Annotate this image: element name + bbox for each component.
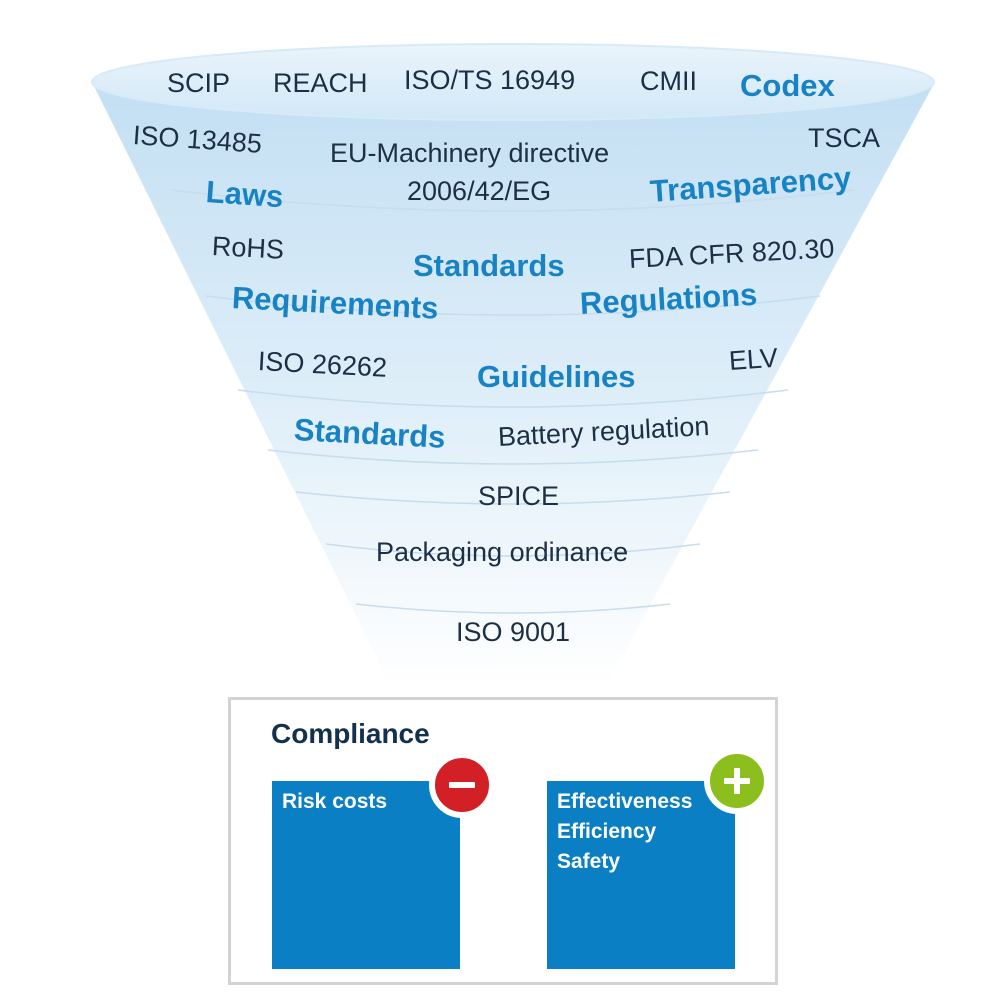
term-rohs: RoHS <box>211 231 285 265</box>
compliance-title: Compliance <box>271 718 430 749</box>
term-eu-machinery-directive: EU-Machinery directive <box>330 138 610 168</box>
benefit-panel-line: Effectiveness <box>557 790 693 813</box>
compliance-box: Compliance Risk costs Effectiveness Effi… <box>228 697 778 985</box>
funnel-ring <box>237 389 789 408</box>
term-packaging-ordinance: Packaging ordinance <box>376 537 629 567</box>
term-tsca: TSCA <box>808 123 881 153</box>
funnel-rim <box>91 43 935 121</box>
plus-icon <box>704 748 770 814</box>
term-standards-upper: Standards <box>413 248 565 283</box>
funnel-ring <box>355 603 671 614</box>
term-codex: Codex <box>740 68 835 103</box>
funnel-ring <box>325 543 701 557</box>
term-cmii: CMII <box>640 66 697 96</box>
risk-panel-text: Risk costs <box>282 787 387 817</box>
minus-icon <box>429 752 495 818</box>
benefit-panel-text: Effectiveness Efficiency Safety <box>557 787 692 877</box>
term-reach: REACH <box>273 68 368 98</box>
risk-panel: Risk costs <box>272 781 460 969</box>
term-iso-9001: ISO 9001 <box>456 617 571 647</box>
term-guidelines: Guidelines <box>477 359 636 394</box>
funnel-ring <box>267 449 759 465</box>
risk-panel-line: Risk costs <box>282 790 388 813</box>
term-elv: ELV <box>727 342 779 376</box>
benefit-panel: Effectiveness Efficiency Safety <box>547 781 735 969</box>
funnel-ring <box>295 491 731 505</box>
term-iso-26262: ISO 26262 <box>257 346 388 383</box>
term-standards-lower: Standards <box>293 412 447 455</box>
funnel-body <box>92 82 935 688</box>
term-scip: SCIP <box>167 68 231 98</box>
benefit-panel-line: Safety <box>557 850 621 873</box>
funnel-ring <box>171 189 855 212</box>
funnel-ring-lines <box>171 189 855 614</box>
term-iso-ts-16949: ISO/TS 16949 <box>404 65 576 95</box>
benefit-panel-line: Efficiency <box>557 820 657 843</box>
term-laws: Laws <box>204 174 285 215</box>
term-regulations: Regulations <box>579 276 759 321</box>
term-2006-42-eg: 2006/42/EG <box>407 176 552 206</box>
funnel-graphic <box>91 43 935 688</box>
funnel-ring <box>205 295 821 316</box>
term-spice: SPICE <box>478 481 560 511</box>
